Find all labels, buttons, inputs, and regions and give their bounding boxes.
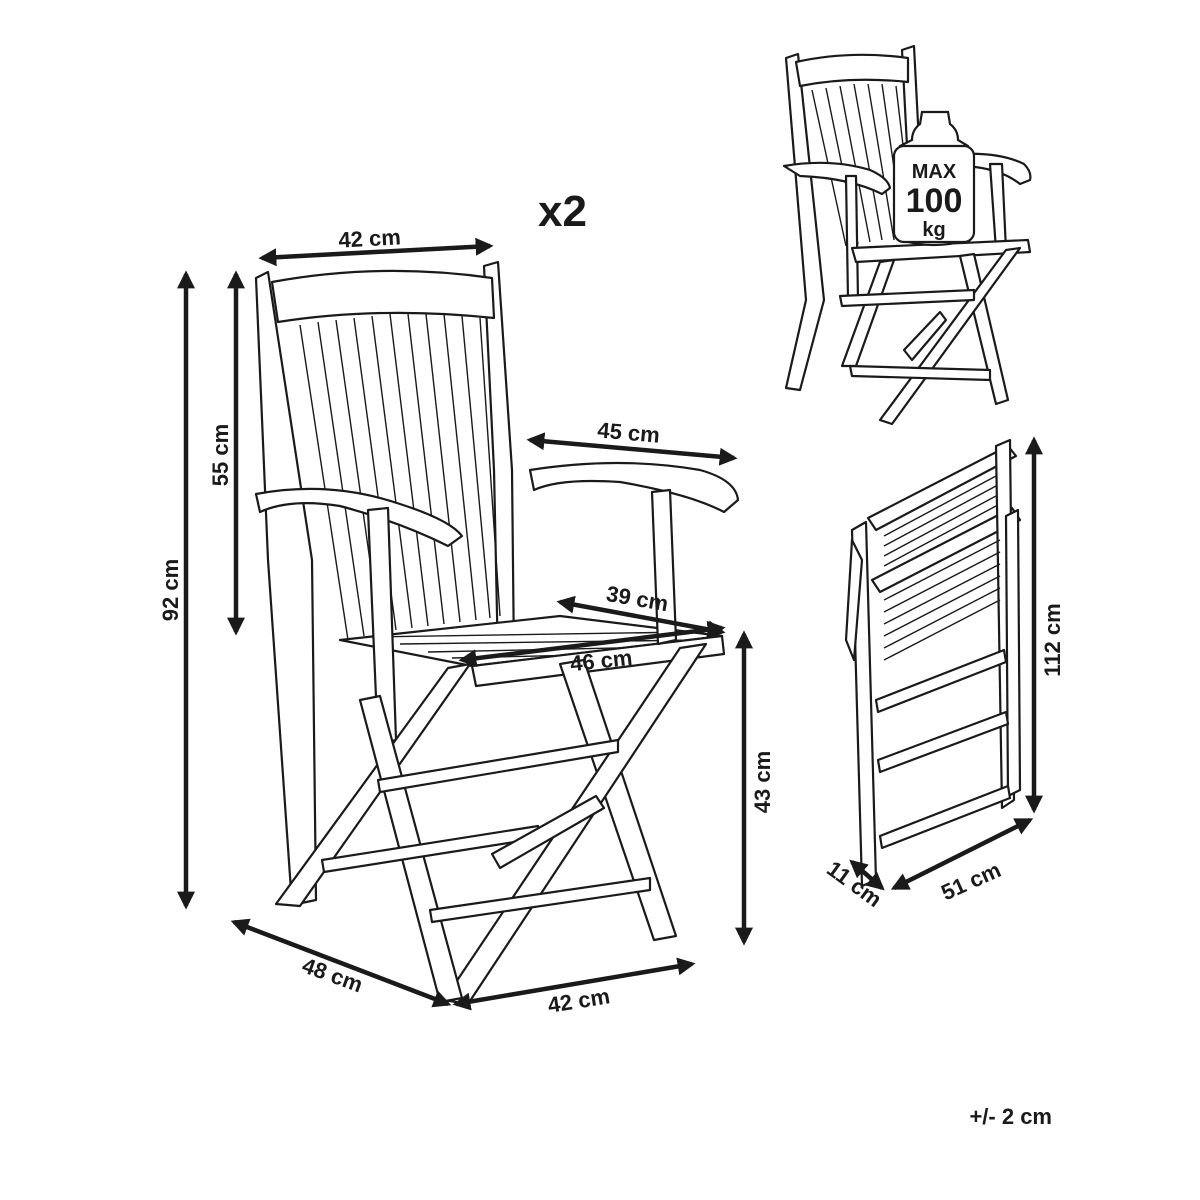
label-back-height: 55 cm	[208, 424, 233, 486]
quantity-label: x2	[538, 187, 587, 236]
folded-chair-slats	[883, 475, 1001, 661]
label-seat-width: 46 cm	[569, 645, 634, 676]
label-back-width: 42 cm	[338, 224, 402, 252]
label-folded-height: 112 cm	[1040, 603, 1065, 676]
max-load-line1: MAX	[912, 161, 957, 183]
folded-dimension-arrows	[849, 436, 1043, 891]
max-load-line3: kg	[922, 219, 945, 241]
label-total-height: 92 cm	[158, 559, 183, 621]
load-chair-drawing	[782, 44, 1032, 426]
label-armrest-width: 45 cm	[596, 417, 660, 447]
folded-chair-drawing	[844, 438, 1022, 888]
label-seat-height: 43 cm	[750, 751, 775, 813]
label-folded-width: 51 cm	[937, 857, 1004, 905]
max-load-badge: MAX 100 kg	[892, 110, 976, 247]
main-dimension-arrows	[177, 237, 753, 1011]
back-slats	[299, 313, 501, 641]
tolerance-note: +/- 2 cm	[969, 1104, 1052, 1129]
max-load-line2: 100	[906, 182, 963, 220]
